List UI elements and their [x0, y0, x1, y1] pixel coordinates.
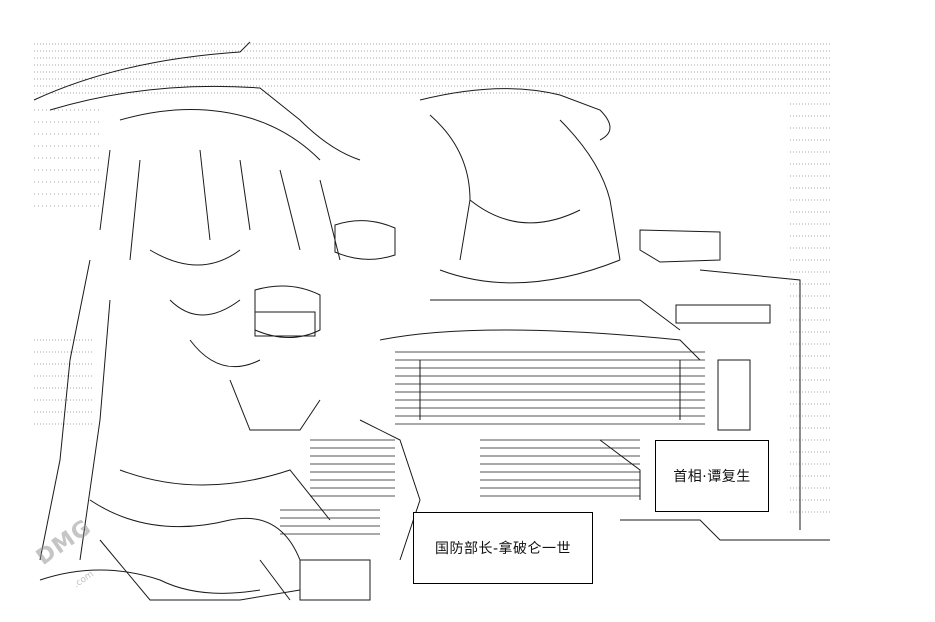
art-box [254, 311, 316, 337]
art-stroke [119, 469, 331, 521]
art-stroke [469, 199, 581, 224]
art-box [717, 359, 751, 431]
art-stroke [379, 329, 701, 361]
art-stroke [259, 559, 291, 601]
art-box [675, 304, 771, 324]
art-stroke [99, 539, 301, 601]
defense-minister-caption: 国防部长-拿破仑一世 [413, 512, 593, 584]
art-stroke [39, 569, 261, 594]
art-stroke [49, 85, 361, 161]
art-stroke [599, 439, 641, 500]
dotted-background [34, 43, 832, 513]
art-stroke [89, 499, 301, 561]
art-stroke [639, 229, 721, 263]
watermark-logo-text: DMG [32, 514, 97, 571]
prime-minister-caption: 首相·谭复生 [655, 440, 769, 512]
prime-minister-caption-text: 首相·谭复生 [673, 469, 751, 485]
art-stroke [119, 109, 321, 161]
art-stroke [334, 220, 396, 260]
art-stroke [169, 299, 241, 316]
art-stroke [239, 159, 341, 261]
art-stroke [419, 360, 681, 420]
art-stroke [429, 114, 471, 261]
art-stroke [79, 299, 111, 561]
art-stroke [559, 119, 621, 261]
art-stroke [229, 379, 321, 431]
watermark-domain-text: .com [72, 569, 96, 591]
art-stroke [419, 88, 611, 141]
line-art [33, 41, 830, 601]
art-stroke [189, 339, 261, 368]
art-stroke [439, 259, 621, 284]
art-stroke [254, 285, 321, 338]
defense-minister-caption-text: 国防部长-拿破仑一世 [434, 541, 572, 557]
art-stroke [33, 41, 251, 101]
art-stroke [149, 249, 241, 266]
art-box [299, 559, 371, 601]
art-stroke [699, 269, 801, 530]
site-watermark-logo: DMG .com [18, 515, 106, 610]
art-stroke [359, 419, 421, 561]
art-stroke [99, 149, 211, 261]
art-stroke [430, 299, 681, 331]
art-stroke [39, 259, 91, 561]
art-stroke [620, 519, 830, 541]
